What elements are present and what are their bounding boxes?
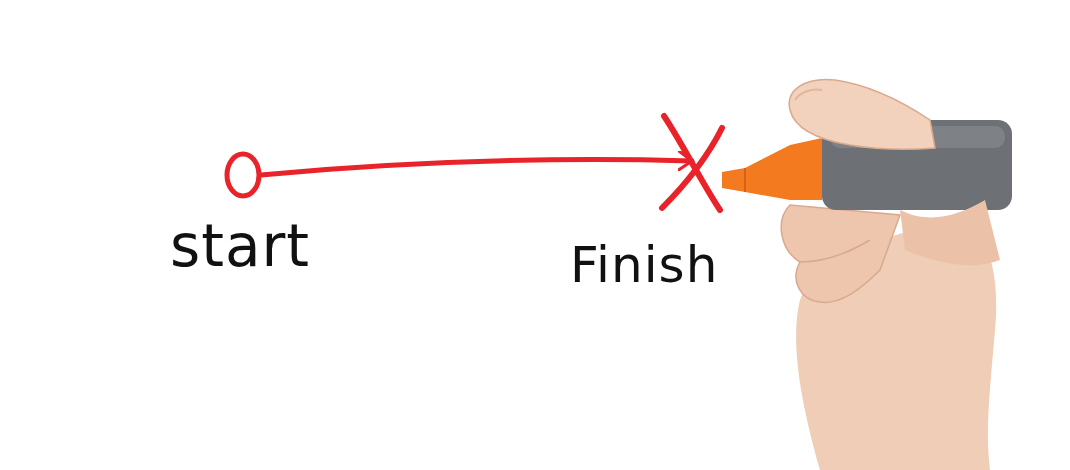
hand-fingers bbox=[781, 205, 900, 302]
marker-tip bbox=[722, 138, 822, 200]
start-circle bbox=[223, 150, 263, 200]
hand-thumb bbox=[789, 80, 935, 150]
point-label: Finish bbox=[570, 236, 718, 294]
marker-point: start bbox=[170, 150, 310, 280]
finish-cross bbox=[652, 108, 732, 218]
marker-point: Finish bbox=[570, 108, 718, 294]
point-label: start bbox=[170, 212, 310, 280]
progress-arrow bbox=[261, 160, 692, 175]
